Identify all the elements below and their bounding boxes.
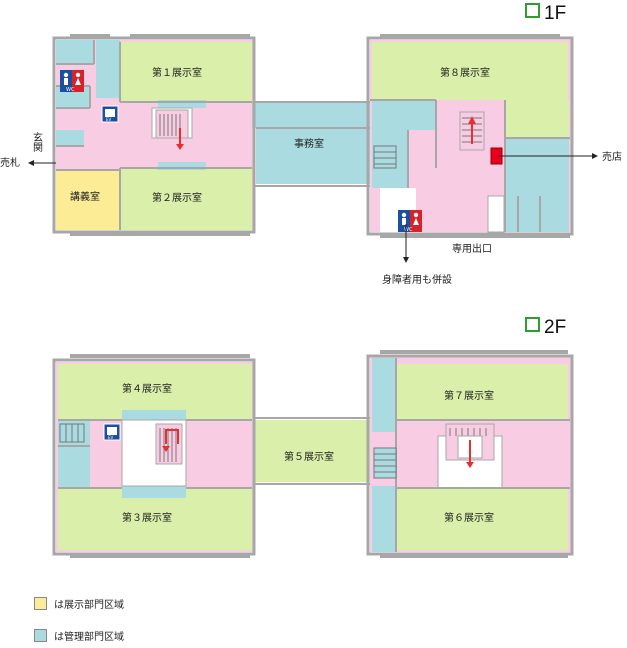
room-exhibit-8 (372, 42, 568, 100)
room-office (256, 128, 370, 184)
floor-1f-marker (525, 3, 540, 18)
room-exhibit-4-label: 第４展示室 (122, 382, 172, 395)
accessible-toilet-label: 身障者用も併設 (382, 273, 452, 286)
toilet-icon: WC (398, 210, 422, 233)
stairs-icon (59, 423, 85, 443)
ticket-label: 売札 (0, 156, 20, 169)
svg-text:WC: WC (404, 227, 413, 233)
legend-item-exhibit: は展示部門区域 (34, 596, 124, 611)
legend-item-admin: は管理部門区域 (34, 628, 124, 643)
room-exhibit-8-label: 第８展示室 (440, 66, 490, 79)
floor-1f: 1F (0, 3, 622, 286)
legend-swatch-admin (34, 629, 47, 642)
svg-text:WC: WC (66, 87, 75, 93)
svg-text:EV: EV (106, 117, 112, 122)
room-exhibit-7-label: 第７展示室 (444, 389, 494, 402)
floor-2f-title: 2F (544, 317, 566, 338)
stairs-icon (155, 109, 189, 150)
room-exhibit-6 (396, 488, 568, 550)
room-exhibit-3-label: 第３展示室 (122, 511, 172, 524)
entrance-label: 玄関 (31, 131, 43, 153)
room-exhibit-5-label: 第５展示室 (284, 450, 334, 463)
legend-swatch-exhibit (34, 597, 47, 610)
room-exhibit-7 (396, 364, 568, 420)
room-exhibit-1-label: 第１展示室 (152, 66, 202, 79)
room-lecture-label: 講義室 (70, 190, 100, 203)
svg-text:EV: EV (108, 435, 114, 440)
floor-2f-marker (525, 317, 540, 332)
toilet-icon: WC (60, 70, 84, 93)
room-exhibit-3 (58, 488, 252, 550)
stairs-icon (155, 423, 183, 465)
elevator-icon: EV (103, 423, 121, 441)
room-lecture (56, 170, 120, 230)
floor-1f-title: 1F (544, 3, 566, 24)
stairs-icon (373, 145, 397, 169)
room-exhibit-2-label: 第２展示室 (152, 191, 202, 204)
shop-label: 売店 (602, 150, 622, 163)
room-exhibit-5 (254, 420, 370, 482)
elevator-icon: EV (101, 105, 119, 123)
stairs-icon (445, 423, 495, 468)
stairs-icon (373, 447, 397, 479)
room-exhibit-2 (120, 168, 252, 230)
stairs-icon (459, 111, 485, 151)
room-office-label: 事務室 (294, 137, 324, 150)
floor-2f: 2F (52, 317, 574, 558)
legend-text-exhibit: は展示部門区域 (54, 600, 124, 611)
legend-text-admin: は管理部門区域 (54, 632, 124, 643)
room-exhibit-6-label: 第６展示室 (444, 511, 494, 524)
room-exhibit-1 (120, 42, 252, 102)
staff-exit-label: 専用出口 (452, 242, 492, 255)
